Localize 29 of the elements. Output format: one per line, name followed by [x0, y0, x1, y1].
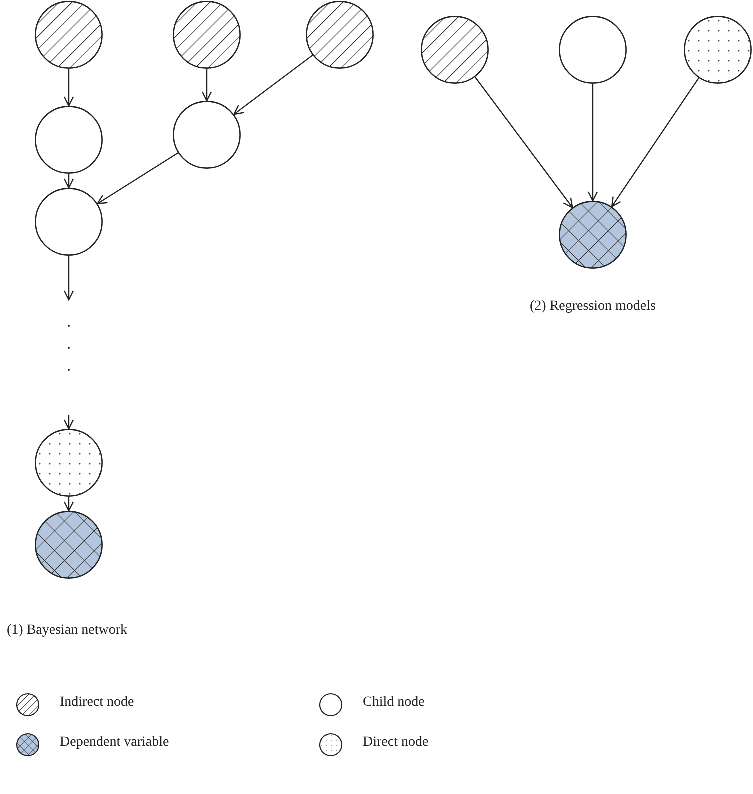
arrow — [202, 69, 212, 102]
dotted-circle — [684, 16, 752, 84]
arrow — [474, 76, 574, 208]
arrow — [64, 415, 74, 430]
plain-circle — [35, 106, 103, 174]
arrow — [588, 84, 598, 202]
caption-text: (1) Bayesian network — [7, 623, 128, 639]
legend-text: Dependent variable — [60, 735, 170, 751]
dotted-circle — [35, 429, 103, 497]
crosshatched-circle — [35, 511, 103, 579]
legend-text: Child node — [363, 695, 425, 711]
hatched-circle — [35, 1, 103, 69]
arrow — [64, 69, 74, 107]
hatched-circle — [421, 16, 489, 84]
arrow — [64, 256, 74, 301]
arrow — [611, 78, 700, 208]
crosshatched-circle — [559, 201, 627, 269]
plain-circle — [173, 101, 241, 169]
hatched-circle — [173, 1, 241, 69]
arrow — [234, 54, 314, 116]
plain-circle — [35, 188, 103, 256]
hatched-circle — [306, 1, 374, 69]
arrow — [64, 174, 74, 189]
caption-text: (2) Regression models — [530, 299, 656, 315]
arrow — [97, 152, 179, 204]
arrow — [64, 497, 74, 512]
legend-text: Indirect node — [60, 695, 134, 711]
plain-circle — [559, 16, 627, 84]
legend-text: Direct node — [363, 735, 429, 751]
